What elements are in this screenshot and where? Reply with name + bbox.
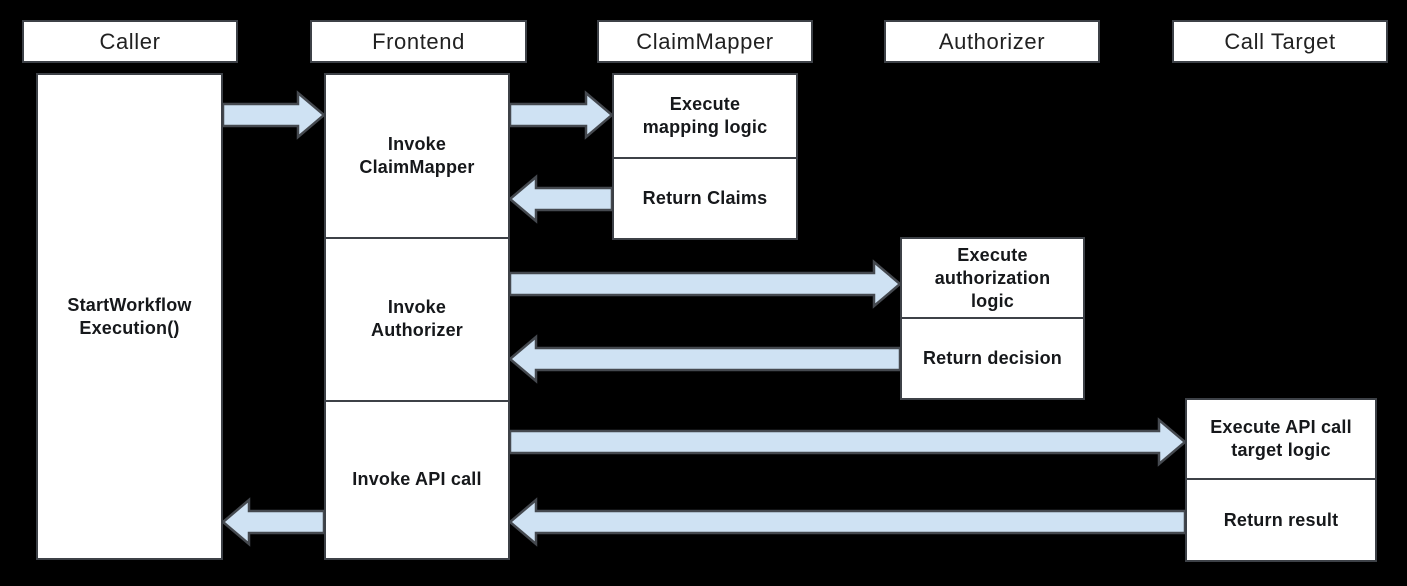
arrow-authorizer-to-frontend xyxy=(508,334,902,384)
step-label-line: Execute xyxy=(957,244,1028,265)
step-label-line: StartWorkflow xyxy=(67,294,192,315)
step-label-line: Authorizer xyxy=(371,320,463,341)
actor-header-caller: Caller xyxy=(22,20,238,63)
actor-header-frontend: Frontend xyxy=(310,20,527,63)
frontend-activation-box: Invoke ClaimMapper Invoke Authorizer Inv… xyxy=(324,73,510,560)
step-execute-authorization-logic: Execute authorization logic xyxy=(902,239,1083,317)
step-label-line: Execution() xyxy=(79,317,180,338)
claimmapper-activation-box: Execute mapping logic Return Claims xyxy=(612,73,798,240)
arrow-frontend-to-claimmapper xyxy=(508,90,614,140)
step-label-line: authorization xyxy=(934,267,1051,288)
step-label-line: Execute xyxy=(669,93,741,114)
step-label-line: Invoke API call xyxy=(352,469,482,490)
step-invoke-claimmapper: Invoke ClaimMapper xyxy=(326,75,508,237)
step-return-claims: Return Claims xyxy=(614,156,796,238)
step-invoke-authorizer: Invoke Authorizer xyxy=(326,237,508,399)
step-return-decision: Return decision xyxy=(902,317,1083,398)
step-label-line: mapping logic xyxy=(642,116,768,137)
caller-activation-box: StartWorkflow Execution() xyxy=(36,73,223,560)
actor-label: ClaimMapper xyxy=(636,28,774,54)
authorizer-activation-box: Execute authorization logic Return decis… xyxy=(900,237,1085,400)
arrow-claimmapper-to-frontend xyxy=(508,174,614,224)
step-label-line: ClaimMapper xyxy=(359,157,475,178)
step-label-line: logic xyxy=(970,290,1014,311)
step-startworkflowexecution: StartWorkflow Execution() xyxy=(38,75,221,558)
actor-label: Call Target xyxy=(1224,28,1336,54)
step-label-line: target logic xyxy=(1231,440,1331,461)
step-label-line: Return Claims xyxy=(642,187,768,208)
step-label-line: Invoke xyxy=(387,297,447,318)
arrow-frontend-to-caller xyxy=(221,497,326,547)
step-label-line: Return result xyxy=(1223,509,1339,530)
actor-label: Authorizer xyxy=(938,28,1046,54)
arrow-frontend-to-calltarget xyxy=(508,417,1187,467)
actor-header-authorizer: Authorizer xyxy=(884,20,1100,63)
step-label-line: Execute API call xyxy=(1210,417,1352,438)
actor-header-calltarget: Call Target xyxy=(1172,20,1388,63)
step-label-line: Invoke xyxy=(387,134,447,155)
arrow-caller-to-frontend xyxy=(221,90,326,140)
actor-label: Caller xyxy=(99,28,161,54)
step-execute-mapping-logic: Execute mapping logic xyxy=(614,75,796,157)
actor-header-claimmapper: ClaimMapper xyxy=(597,20,813,63)
step-return-result: Return result xyxy=(1187,478,1375,560)
step-execute-api-call-target-logic: Execute API call target logic xyxy=(1187,400,1375,478)
actor-label: Frontend xyxy=(372,28,465,54)
arrow-calltarget-to-frontend xyxy=(508,497,1187,547)
calltarget-activation-box: Execute API call target logic Return res… xyxy=(1185,398,1377,562)
step-invoke-api-call: Invoke API call xyxy=(326,399,508,558)
step-label-line: Return decision xyxy=(922,348,1063,369)
arrow-frontend-to-authorizer xyxy=(508,259,902,309)
